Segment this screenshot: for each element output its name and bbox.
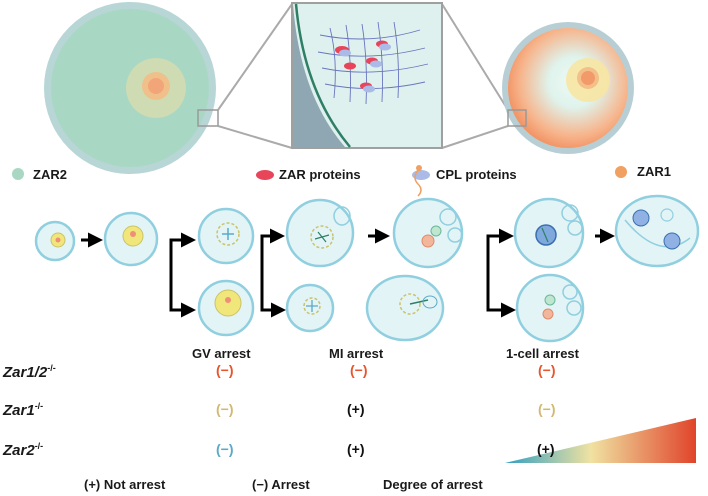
mark-zar1-1cell: (−)	[538, 401, 556, 417]
zoom-lines	[217, 3, 509, 149]
mark-zar12-1cell: (−)	[538, 362, 556, 378]
stage-mi-arrest: MI arrest	[329, 346, 384, 361]
mark-zar12-gv: (−)	[216, 362, 234, 378]
mark-zar2-gv: (−)	[216, 441, 234, 457]
zar1-legend-dot	[615, 166, 627, 178]
genotype-zar1-2: Zar1/2-/-	[3, 363, 56, 381]
mark-zar2-mi: (+)	[347, 441, 365, 457]
mark-zar12-mi: (−)	[350, 362, 368, 378]
zar2-oocyte	[44, 2, 219, 174]
zar2-legend-dot	[12, 168, 24, 180]
zar-protein-legend-dot	[256, 170, 274, 180]
genotype-zar2: Zar2-/-	[3, 441, 44, 459]
stage-1-cell-arrest: 1-cell arrest	[506, 346, 579, 361]
degree-gradient	[505, 418, 696, 463]
zoom-inset	[291, 2, 443, 149]
cell-row-top	[34, 194, 700, 343]
key-degree-of-arrest: Degree of arrest	[383, 477, 483, 492]
cpl-protein-dots	[339, 43, 391, 93]
legend-zar-proteins: ZAR proteins	[279, 167, 361, 182]
progression-arrows	[81, 228, 615, 318]
genotype-zar1: Zar1-/-	[3, 401, 44, 419]
stage-gv-arrest: GV arrest	[192, 346, 251, 361]
legend-zar2: ZAR2	[33, 167, 67, 182]
zar1-oocyte	[502, 22, 634, 154]
mark-zar2-1cell: (+)	[537, 441, 555, 457]
mark-zar1-gv: (−)	[216, 401, 234, 417]
key-not-arrest: (+) Not arrest	[84, 477, 166, 492]
legend-zar1: ZAR1	[637, 164, 671, 179]
mark-zar1-mi: (+)	[347, 401, 365, 417]
key-arrest: (−) Arrest	[252, 477, 310, 492]
legend-cpl-proteins: CPL proteins	[436, 167, 517, 182]
cell-details	[50, 165, 691, 320]
